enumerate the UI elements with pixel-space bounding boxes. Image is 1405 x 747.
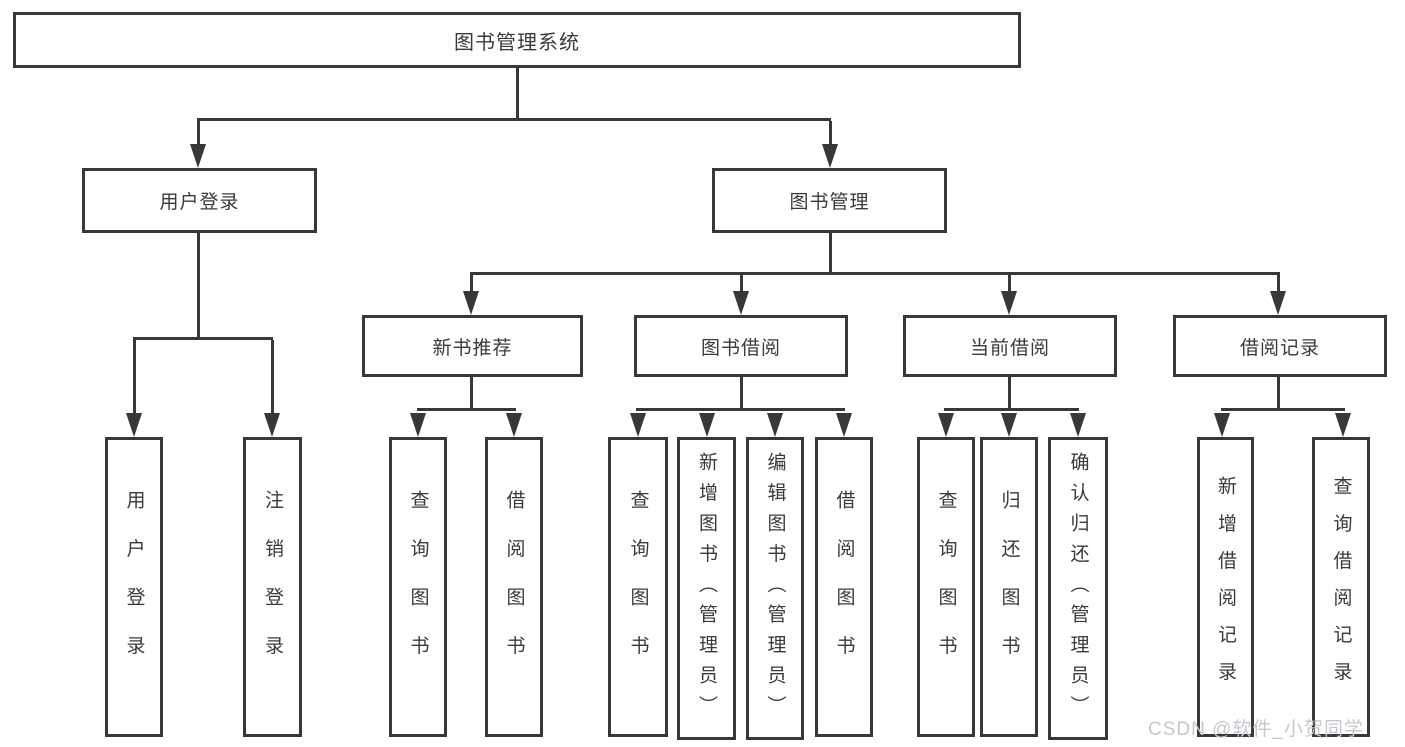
leaf-records-query-record: 查询借阅记录	[1312, 437, 1370, 737]
connector-leaf-logout-stub	[271, 340, 274, 413]
leaf-newbook-borrow-books: 借阅图书	[485, 437, 543, 737]
arrowhead-leaf-user-login	[126, 413, 142, 437]
arrowhead-current-borrow	[1001, 291, 1017, 315]
arrowhead-leaf-logout	[264, 413, 280, 437]
connector-book-mgmt-vline	[829, 233, 832, 272]
node-current-borrow: 当前借阅	[903, 315, 1117, 377]
csdn-watermark: CSDN @软件_小贺同学	[1148, 719, 1364, 740]
leaf-newbook-query-books: 查询图书	[389, 437, 447, 737]
leaf-current-confirm-return-admin-label: 确认归还（管理员）	[1067, 451, 1089, 726]
connector-borrow-records-hline	[1221, 408, 1345, 411]
arrowhead-book-borrow	[733, 291, 749, 315]
connector-book-mgmt-stub	[829, 121, 832, 144]
node-book-borrow: 图书借阅	[634, 315, 848, 377]
connector-level3-hline	[470, 272, 1280, 275]
connector-book-borrow-stub	[740, 275, 743, 291]
connector-borrow-records-stub	[1277, 275, 1280, 291]
leaf-user-login-label: 用户登录	[123, 490, 145, 684]
arrowhead-bb-borrow	[836, 413, 852, 437]
node-borrow-records: 借阅记录	[1173, 315, 1387, 377]
connector-new-books-stub	[470, 275, 473, 291]
leaf-borrow-edit-books-admin: 编辑图书（管理员）	[746, 437, 804, 740]
connector-book-borrow-hline	[636, 408, 845, 411]
connector-book-borrow-vline	[740, 377, 743, 411]
leaf-user-login: 用户登录	[105, 437, 163, 737]
connector-current-borrow-stub	[1008, 275, 1011, 291]
arrowhead-book-mgmt	[822, 144, 838, 168]
connector-new-books-hline	[417, 408, 516, 411]
arrowhead-br-query	[1335, 413, 1351, 437]
arrowhead-nb-query	[410, 413, 426, 437]
leaf-logout-label: 注销登录	[262, 490, 283, 684]
node-book-mgmt: 图书管理	[712, 168, 947, 233]
connector-current-borrow-hline	[944, 408, 1079, 411]
leaf-records-add-record-label: 新增借阅记录	[1215, 475, 1236, 699]
arrowhead-borrow-records	[1270, 291, 1286, 315]
arrowhead-bb-edit	[767, 413, 783, 437]
leaf-borrow-edit-books-admin-label: 编辑图书（管理员）	[764, 451, 786, 726]
arrowhead-br-add	[1214, 413, 1230, 437]
leaf-logout: 注销登录	[243, 437, 302, 737]
leaf-borrow-borrow-books-label: 借阅图书	[833, 490, 855, 684]
arrowhead-bb-query	[630, 413, 646, 437]
arrowhead-nb-borrow	[506, 413, 522, 437]
leaf-current-return-books-label: 归还图书	[998, 490, 1020, 684]
connector-new-books-vline	[470, 377, 473, 411]
arrowhead-cb-query	[938, 413, 954, 437]
node-new-books: 新书推荐	[362, 315, 583, 377]
leaf-newbook-borrow-books-label: 借阅图书	[503, 490, 525, 684]
leaf-current-confirm-return-admin: 确认归还（管理员）	[1048, 437, 1108, 740]
arrowhead-bb-add	[699, 413, 715, 437]
arrowhead-cb-return	[1001, 413, 1017, 437]
connector-borrow-records-vline	[1277, 377, 1280, 411]
connector-user-login-stub	[197, 121, 200, 144]
leaf-borrow-query-books-label: 查询图书	[627, 490, 649, 684]
arrowhead-user-login	[190, 144, 206, 168]
leaf-newbook-query-books-label: 查询图书	[407, 490, 429, 684]
leaf-borrow-query-books: 查询图书	[608, 437, 668, 737]
leaf-records-add-record: 新增借阅记录	[1197, 437, 1254, 737]
leaf-current-query-books: 查询图书	[917, 437, 975, 737]
leaf-borrow-borrow-books: 借阅图书	[815, 437, 873, 737]
connector-root-vline	[516, 66, 519, 118]
arrowhead-new-books	[463, 291, 479, 315]
leaf-current-return-books: 归还图书	[980, 437, 1038, 737]
leaf-records-query-record-label: 查询借阅记录	[1330, 475, 1352, 699]
connector-level2-hline	[197, 118, 831, 121]
connector-user-login-hline	[133, 337, 273, 340]
node-user-login: 用户登录	[82, 168, 317, 233]
connector-user-login-vline	[197, 233, 200, 337]
connector-current-borrow-vline	[1008, 377, 1011, 411]
leaf-borrow-add-books-admin: 新增图书（管理员）	[677, 437, 736, 740]
connector-leaf-user-login-stub	[133, 340, 136, 413]
leaf-borrow-add-books-admin-label: 新增图书（管理员）	[696, 451, 717, 726]
leaf-current-query-books-label: 查询图书	[935, 490, 957, 684]
arrowhead-cb-confirm	[1070, 413, 1086, 437]
node-root: 图书管理系统	[13, 12, 1021, 68]
